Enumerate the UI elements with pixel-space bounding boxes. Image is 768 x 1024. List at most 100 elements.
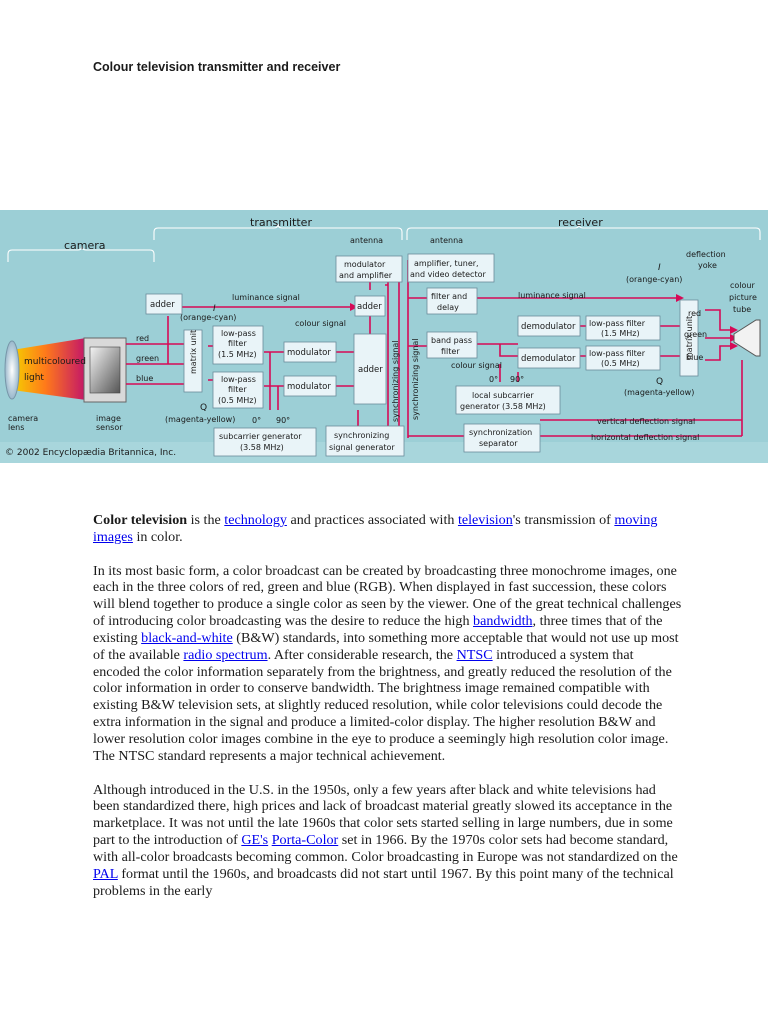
article-body: Color television is the technology and p… bbox=[93, 512, 683, 916]
camera-bracket bbox=[7, 245, 155, 262]
sync-sep-2: separator bbox=[479, 439, 518, 448]
subcarrier-gen-2: (3.58 MHz) bbox=[240, 443, 284, 452]
camera-section-label: camera bbox=[64, 239, 106, 252]
red-rx: red bbox=[688, 309, 701, 318]
adder-tx-1: adder bbox=[150, 300, 175, 310]
horizontal-deflection: horizontal deflection signal bbox=[591, 433, 699, 442]
light-beam bbox=[12, 338, 86, 400]
subcarrier-gen-1: subcarrier generator bbox=[219, 432, 302, 441]
deg-0-rx: 0° bbox=[489, 375, 498, 384]
amp-tuner-1: amplifier, tuner, bbox=[414, 259, 479, 268]
link-bandwidth[interactable]: bandwidth bbox=[473, 613, 533, 630]
luminance-signal-tx: luminance signal bbox=[232, 293, 300, 302]
local-sub-2: generator (3.58 MHz) bbox=[460, 402, 546, 411]
orange-cyan-rx: (orange-cyan) bbox=[626, 275, 682, 284]
rx-lpf-1-1: low-pass filter bbox=[589, 319, 646, 328]
text-span: format until the 1960s, and broadcasts d… bbox=[93, 865, 674, 899]
colour-signal-tx: colour signal bbox=[295, 319, 346, 328]
paragraph-2: In its most basic form, a color broadcas… bbox=[93, 563, 683, 765]
lpf-2-line-1: low-pass bbox=[221, 375, 256, 384]
local-sub-1: local subcarrier bbox=[472, 391, 534, 400]
bandpass-2: filter bbox=[441, 347, 460, 356]
demodulator-2: demodulator bbox=[521, 354, 576, 364]
bandpass-1: band pass bbox=[431, 336, 472, 345]
modulator-1: modulator bbox=[287, 348, 331, 358]
transmitter-bracket bbox=[153, 223, 403, 240]
camera-lens-label-2: lens bbox=[8, 423, 24, 432]
sync-sep-1: synchronization bbox=[469, 428, 532, 437]
picture-tube-1: colour bbox=[730, 281, 755, 290]
green-rx: green bbox=[684, 330, 707, 339]
picture-tube-icon bbox=[733, 319, 761, 357]
page-title: Colour television transmitter and receiv… bbox=[93, 60, 341, 74]
sync-signal-tx: synchronizing signal bbox=[391, 340, 400, 422]
camera-lens-label-1: camera bbox=[8, 414, 38, 423]
rx-rgb-lines bbox=[705, 309, 734, 361]
light-label-2: light bbox=[24, 373, 44, 383]
text-span: introduced a system that encoded the col… bbox=[93, 646, 672, 764]
link-ge[interactable]: GE's bbox=[241, 832, 269, 849]
local-sub-lines bbox=[499, 364, 519, 382]
text-span: , three times that of the existing bbox=[93, 613, 663, 646]
text-span: set in 1966. By the 1970s color sets had… bbox=[93, 832, 678, 865]
link-television[interactable]: television bbox=[457, 512, 513, 528]
rx-path-lines bbox=[477, 297, 680, 357]
blue-tx: blue bbox=[136, 374, 153, 383]
rx-lpf-1-2: (1.5 MHz) bbox=[601, 329, 640, 338]
article-term: Color television bbox=[93, 512, 188, 528]
text-span: is the bbox=[187, 512, 225, 528]
blue-rx: blue bbox=[686, 353, 703, 362]
copyright-notice: © 2002 Encyclopædia Britannica, Inc. bbox=[5, 448, 176, 458]
link-porta-color[interactable]: Porta-Color bbox=[271, 832, 339, 849]
text-span: (B&W) standards, into something more acc… bbox=[93, 629, 679, 663]
vertical-deflection: vertical deflection signal bbox=[597, 417, 695, 426]
adder-tx-3: adder bbox=[357, 302, 382, 312]
link-ntsc[interactable]: NTSC bbox=[456, 646, 493, 663]
paragraph-1: Color television is the technology and p… bbox=[93, 512, 683, 546]
modulator-2: modulator bbox=[287, 382, 331, 392]
mod-amp-2: and amplifier bbox=[339, 271, 393, 280]
lpf-1-line-2: filter bbox=[228, 339, 247, 348]
sync-lines bbox=[357, 262, 400, 440]
picture-tube-3: tube bbox=[733, 305, 751, 314]
lpf-2-line-2: filter bbox=[228, 385, 247, 394]
deg-90-rx: 90° bbox=[510, 375, 524, 384]
deg-90-tx: 90° bbox=[276, 416, 290, 425]
filter-mod-lines bbox=[264, 351, 354, 387]
receiver-section-label: receiver bbox=[558, 216, 603, 229]
green-tx: green bbox=[136, 354, 159, 363]
sync-gen-1: synchronizing bbox=[334, 431, 389, 440]
link-technology[interactable]: technology bbox=[224, 512, 287, 528]
q-symbol-rx: Q bbox=[656, 377, 663, 387]
rx-split-lines bbox=[407, 260, 464, 438]
text-span: . After considerable research, the bbox=[267, 646, 457, 663]
link-black-and-white[interactable]: black-and-white bbox=[141, 629, 233, 646]
deg-0-tx: 0° bbox=[252, 416, 261, 425]
receiver-bracket bbox=[406, 223, 761, 240]
i-symbol-tx: I bbox=[213, 304, 216, 314]
rx-lpf-2-2: (0.5 MHz) bbox=[601, 359, 640, 368]
text-span: Although introduced in the U.S. in the 1… bbox=[93, 781, 673, 849]
amp-tuner-2: and video detector bbox=[410, 270, 486, 279]
link-moving-images[interactable]: moving images bbox=[93, 512, 658, 545]
mod-amp-1: modulator bbox=[344, 260, 386, 269]
demodulator-1: demodulator bbox=[521, 322, 576, 332]
paragraph-3: Although introduced in the U.S. in the 1… bbox=[93, 782, 683, 900]
picture-tube-2: picture bbox=[729, 293, 757, 302]
text-span: and practices associated with bbox=[286, 512, 458, 528]
deflection-yoke-1: deflection bbox=[686, 250, 726, 259]
transmitter-section-label: transmitter bbox=[250, 216, 312, 229]
filter-delay-2: delay bbox=[437, 303, 459, 312]
link-pal[interactable]: PAL bbox=[93, 865, 118, 882]
i-symbol-rx: I bbox=[658, 263, 661, 273]
antenna-tx: antenna bbox=[350, 236, 383, 245]
link-radio-spectrum[interactable]: radio spectrum bbox=[183, 646, 268, 663]
sync-gen-2: signal generator bbox=[329, 443, 395, 452]
red-tx: red bbox=[136, 334, 149, 343]
deflection-yoke-2: yoke bbox=[698, 261, 717, 270]
sync-signal-rx: synchronizing signal bbox=[411, 338, 420, 420]
matrix-unit-rx: matrix unit bbox=[685, 316, 694, 360]
camera-lens-icon bbox=[4, 340, 20, 400]
text-span: in color. bbox=[132, 528, 183, 545]
lpf-1-line-1: low-pass bbox=[221, 329, 256, 338]
